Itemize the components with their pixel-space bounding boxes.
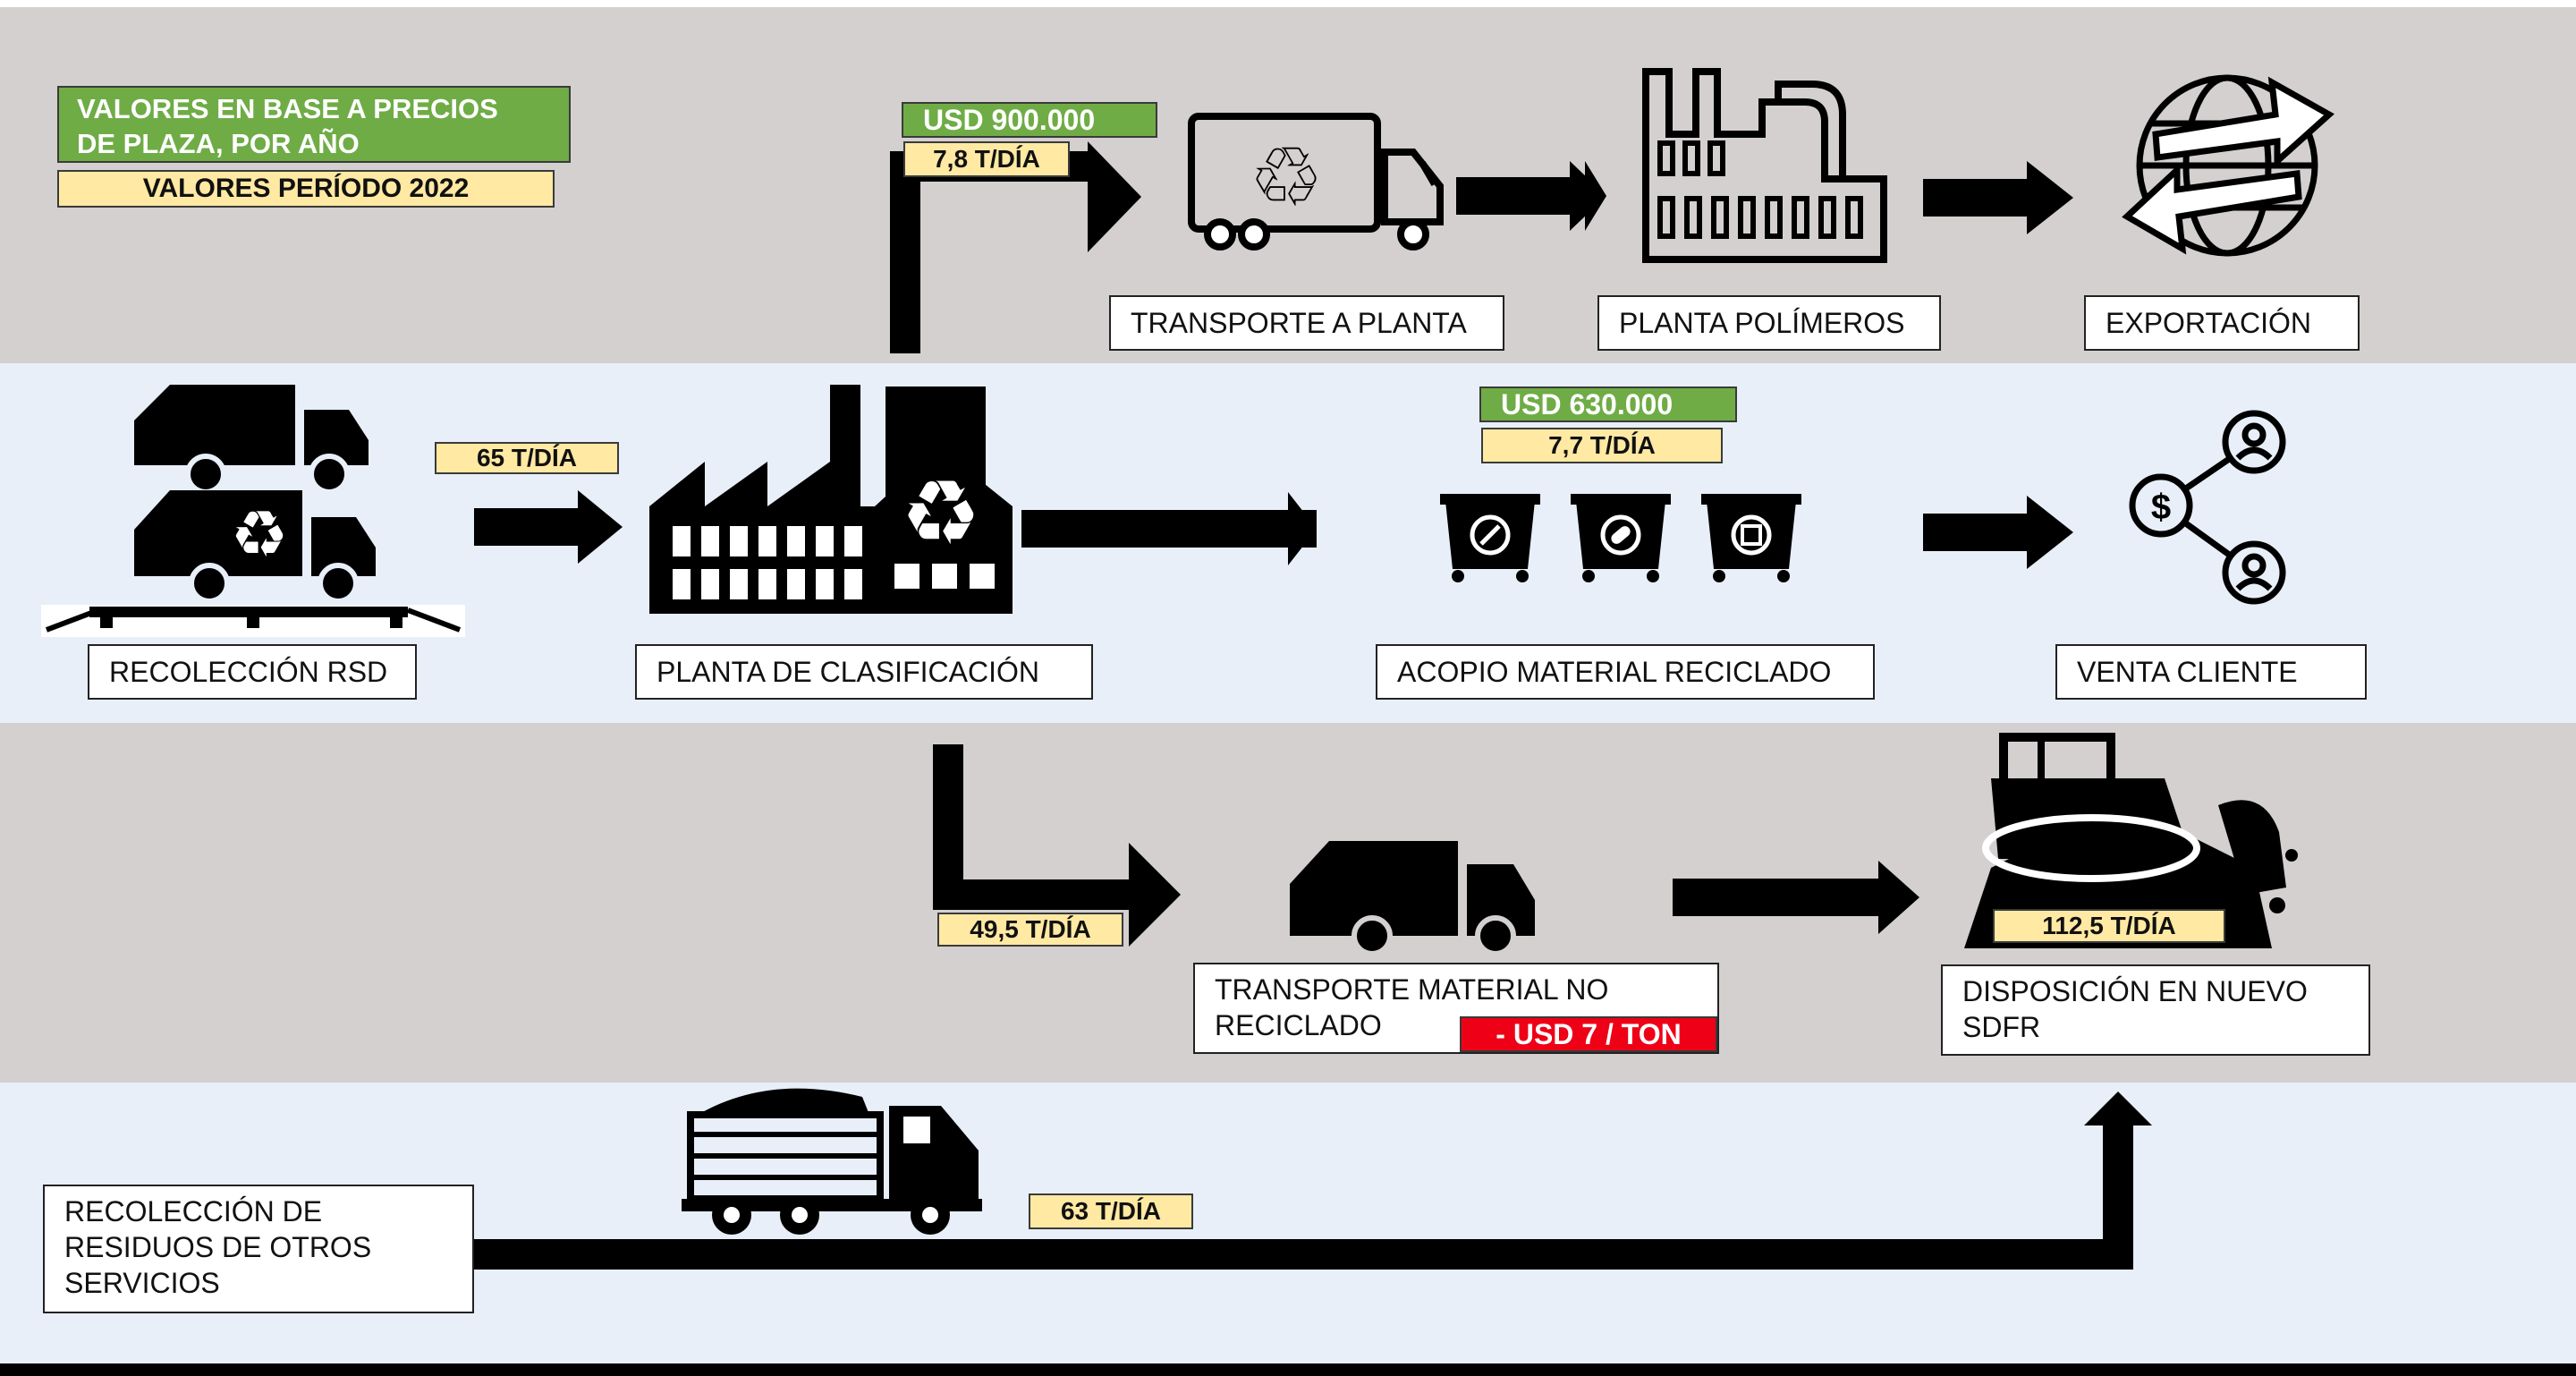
rate-disposicion: 112,5 T/DÍA xyxy=(1993,909,2225,943)
customer-network-icon xyxy=(2129,410,2286,605)
dollar-icon: $ xyxy=(2151,488,2171,527)
rate-rsd-input: 65 T/DÍA xyxy=(435,442,619,474)
flow-arrow-to-transporte-no-reciclado xyxy=(933,744,1134,910)
node-acopio-material-reciclado: ACOPIO MATERIAL RECICLADO xyxy=(1376,644,1875,700)
rate-acopio: 7,7 T/DÍA xyxy=(1481,428,1723,463)
flow-arrow-rsd-to-planta xyxy=(474,508,581,546)
node-venta-cliente: VENTA CLIENTE xyxy=(2055,644,2367,700)
flow-arrow-to-polimeros xyxy=(1456,177,1589,215)
node-exportacion: EXPORTACIÓN xyxy=(2084,295,2360,351)
flow-arrow-to-transport-planta xyxy=(890,151,1089,353)
recycling-bins-icon xyxy=(1440,494,1801,582)
node-planta-clasificacion: PLANTA DE CLASIFICACIÓN xyxy=(635,644,1093,700)
legend-period: VALORES PERÍODO 2022 xyxy=(57,170,555,208)
recycle-truck-icon xyxy=(1188,113,1444,251)
factory-recycle-icon: ♻ xyxy=(649,385,1013,614)
bottom-border xyxy=(0,1363,2576,1376)
node-recoleccion-otros-servicios: RECOLECCIÓN DE RESIDUOS DE OTROS SERVICI… xyxy=(43,1185,474,1313)
rate-no-reciclado: 49,5 T/DÍA xyxy=(937,913,1123,947)
flow-arrow-to-acopio xyxy=(1021,510,1317,548)
flow-arrow-to-disposicion xyxy=(1673,879,1884,916)
arrow-head-to-transport xyxy=(1088,141,1141,252)
value-polimeros: USD 900.000 xyxy=(902,102,1157,138)
value-acopio: USD 630.000 xyxy=(1479,386,1737,422)
node-planta-polimeros: PLANTA POLÍMEROS xyxy=(1597,295,1941,351)
node-transporte-a-planta: TRANSPORTE A PLANTA xyxy=(1109,295,1504,351)
export-globe-icon xyxy=(2122,74,2334,257)
polymer-plant-icon xyxy=(1642,68,1887,263)
flow-arrow-to-venta xyxy=(1923,514,2030,551)
dump-truck-icon xyxy=(682,1088,982,1235)
flow-arrow-to-exportacion xyxy=(1923,179,2030,217)
garbage-truck-icon: ♻ xyxy=(41,385,465,637)
rate-otros-servicios: 63 T/DÍA xyxy=(1029,1193,1193,1229)
svg-text:♻: ♻ xyxy=(231,497,289,572)
legend-price-basis: VALORES EN BASE A PRECIOS DE PLAZA, POR … xyxy=(57,86,571,163)
recycle-symbol-icon: ♲ xyxy=(1250,130,1323,225)
flow-arrow-otros-to-disposicion xyxy=(472,1120,2133,1270)
node-transporte-material-no-reciclado: TRANSPORTE MATERIAL NO RECICLADO xyxy=(1193,963,1719,1054)
cost-transporte: - USD 7 / TON xyxy=(1460,1016,1717,1052)
node-recoleccion-rsd: RECOLECCIÓN RSD xyxy=(88,644,417,700)
node-disposicion-nuevo-sdfr: DISPOSICIÓN EN NUEVO SDFR xyxy=(1941,964,2370,1056)
svg-text:♻: ♻ xyxy=(901,461,981,565)
garbage-truck-no-reciclado-icon xyxy=(1290,841,1535,956)
rate-polimeros: 7,8 T/DÍA xyxy=(903,141,1070,177)
